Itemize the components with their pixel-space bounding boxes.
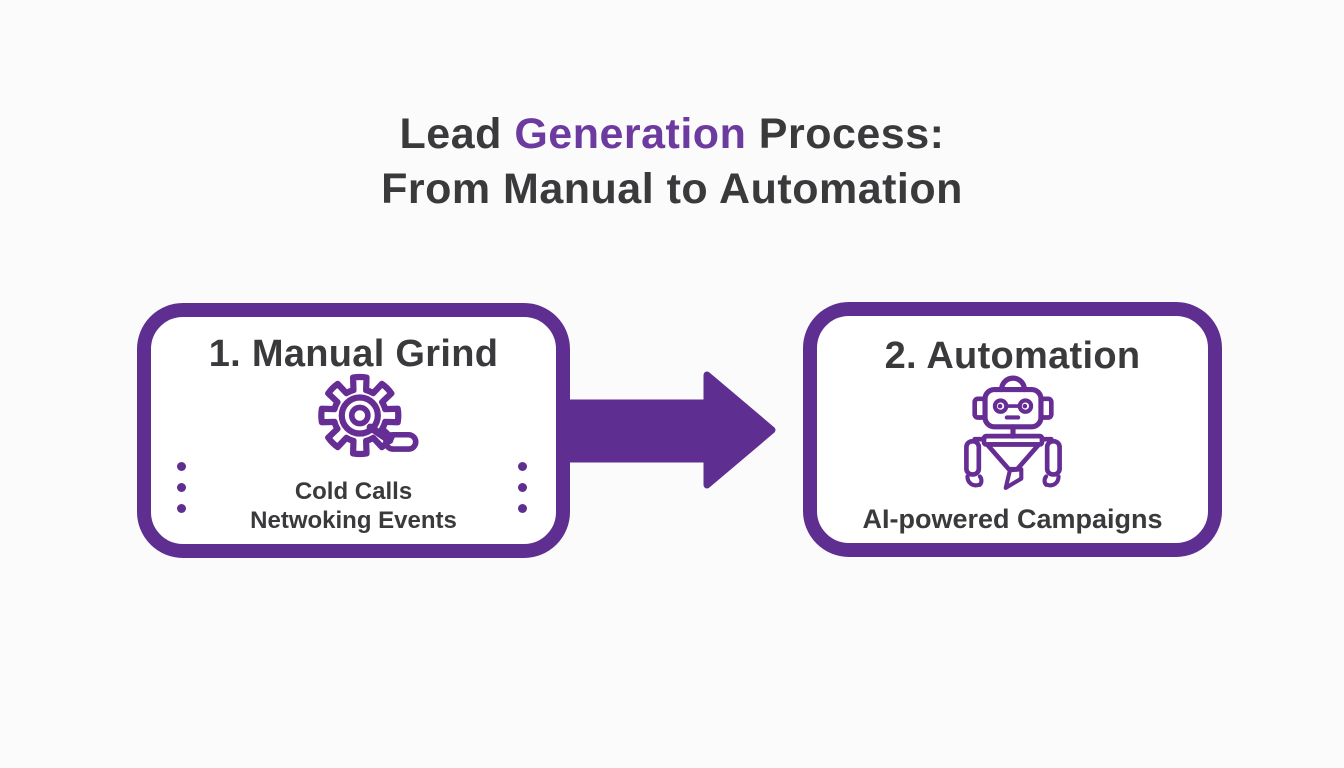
step-box-manual-grind: 1. Manual Grind Cold Calls Netwoking Eve… xyxy=(137,303,570,558)
dot xyxy=(177,462,186,471)
step-2-heading: 2. Automation xyxy=(884,335,1141,377)
dot-column-right-icon xyxy=(518,462,527,513)
dot xyxy=(518,483,527,492)
title-part-suffix: Process: xyxy=(758,110,945,158)
gear-magnifier-icon xyxy=(316,372,421,464)
step-box-automation: 2. Automation xyxy=(803,302,1222,557)
dot xyxy=(518,462,527,471)
dot xyxy=(518,504,527,513)
title-line-2: From Manual to Automation xyxy=(381,165,963,213)
right-arrow-icon xyxy=(556,367,782,493)
detail-line: Netwoking Events xyxy=(250,507,457,534)
step-1-details: Cold Calls Netwoking Events xyxy=(151,477,556,535)
page-title: Lead Generation Process: From Manual to … xyxy=(0,107,1344,217)
step-1-heading: 1. Manual Grind xyxy=(208,333,499,375)
step-2-details: AI-powered Campaigns xyxy=(817,504,1208,534)
dot xyxy=(177,483,186,492)
title-line-1: Lead Generation Process: xyxy=(0,107,1344,162)
title-part-prefix: Lead xyxy=(399,110,502,158)
title-part-highlight: Generation xyxy=(514,110,747,158)
detail-line: Cold Calls xyxy=(294,478,413,505)
detail-line: AI-powered Campaigns xyxy=(862,504,1163,534)
robot-icon xyxy=(961,374,1065,496)
dot-column-left-icon xyxy=(177,462,186,513)
dot xyxy=(177,504,186,513)
